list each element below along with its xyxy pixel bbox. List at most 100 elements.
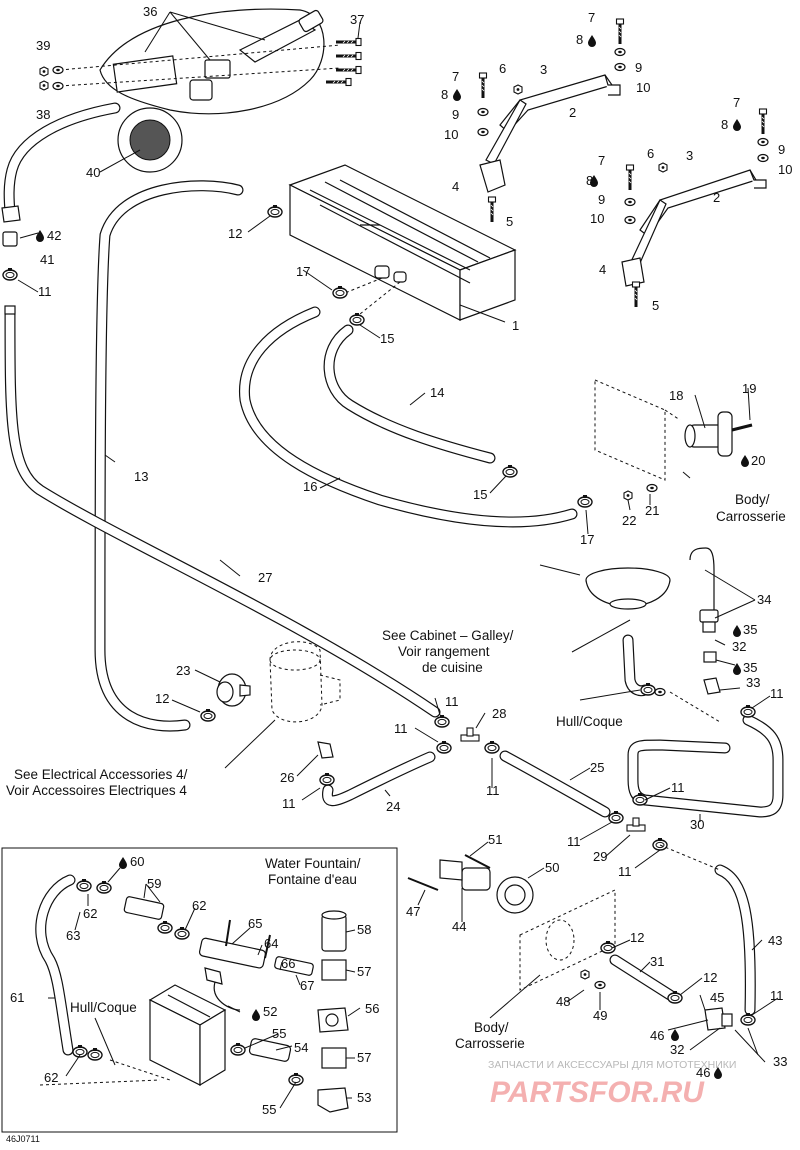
callout-41: 41 <box>40 252 54 267</box>
note-electrical-2: Voir Accessoires Electriques 4 <box>6 783 187 798</box>
callout-64: 64 <box>264 936 278 951</box>
callout-11i: 11 <box>770 686 784 701</box>
callout-34: 34 <box>757 592 771 607</box>
callout-32a: 32 <box>732 639 746 654</box>
callout-4: 4 <box>452 179 459 194</box>
callout-14: 14 <box>430 385 444 400</box>
hose-24 <box>322 751 436 807</box>
callout-18: 18 <box>669 388 683 403</box>
callout-60: 60 <box>130 854 144 869</box>
callout-56: 56 <box>365 1001 379 1016</box>
hose-61 <box>35 874 76 1056</box>
callout-35b: 35 <box>743 660 757 675</box>
callout-46a: 46 <box>650 1028 664 1043</box>
callout-43: 43 <box>768 933 782 948</box>
callout-35a: 35 <box>743 622 757 637</box>
callout-17a: 17 <box>296 264 310 279</box>
callout-33a: 33 <box>746 675 760 690</box>
callout-31: 31 <box>650 954 664 969</box>
callout-19: 19 <box>742 381 756 396</box>
hose-14 <box>323 324 496 464</box>
callout-25: 25 <box>590 760 604 775</box>
callout-44: 44 <box>452 919 466 934</box>
hose-43 <box>714 864 756 1016</box>
callout-4b: 4 <box>599 262 606 277</box>
hose-25 <box>499 750 611 818</box>
hose-30 <box>627 714 784 818</box>
tank-strap-upper <box>477 17 626 224</box>
callout-62c: 62 <box>44 1070 58 1085</box>
callout-21: 21 <box>645 503 659 518</box>
callout-28: 28 <box>492 706 506 721</box>
callout-59: 59 <box>147 876 161 891</box>
note-body-lower-1: Body/ <box>474 1020 509 1035</box>
callout-9b: 9 <box>452 107 459 122</box>
callout-7: 7 <box>588 10 595 25</box>
tank-strap-lower <box>621 107 769 309</box>
callout-42: 42 <box>47 228 61 243</box>
callout-63: 63 <box>66 928 80 943</box>
shower-fitting-lower <box>407 854 756 1031</box>
callout-57b: 57 <box>357 1050 371 1065</box>
callout-38: 38 <box>36 107 50 122</box>
callout-5: 5 <box>506 214 513 229</box>
note-body-right-2: Carrosserie <box>716 509 786 524</box>
callout-11h: 11 <box>618 864 632 879</box>
callout-48: 48 <box>556 994 570 1009</box>
callout-12d: 12 <box>703 970 717 985</box>
callout-32b: 32 <box>670 1042 684 1057</box>
callout-11e: 11 <box>486 783 500 798</box>
callout-11b: 11 <box>282 796 296 811</box>
note-body-lower-2: Carrosserie <box>455 1036 525 1051</box>
callout-15b: 15 <box>473 487 487 502</box>
body-fitting-18 <box>267 204 753 508</box>
callout-6: 6 <box>499 61 506 76</box>
callout-12a: 12 <box>228 226 242 241</box>
callout-2: 2 <box>569 105 576 120</box>
diagram-code: 46J0711 <box>6 1134 40 1144</box>
callout-13: 13 <box>134 469 148 484</box>
callout-10: 10 <box>636 80 650 95</box>
callout-10c: 10 <box>778 162 792 177</box>
note-hull-inset: Hull/Coque <box>70 1000 137 1015</box>
callout-17b: 17 <box>580 532 594 547</box>
callout-12b: 12 <box>155 691 169 706</box>
fittings-mid <box>434 714 721 871</box>
callout-36: 36 <box>143 4 157 19</box>
callout-9c: 9 <box>778 142 785 157</box>
sink-drain-pipe <box>622 634 651 697</box>
callout-11g: 11 <box>567 834 581 849</box>
watermark-tagline: ЗАПЧАСТИ И АКСЕССУАРЫ ДЛЯ МОТОТЕХНИКИ <box>488 1059 736 1071</box>
callout-33b: 33 <box>773 1054 787 1069</box>
callout-58: 58 <box>357 922 371 937</box>
callout-8d: 8 <box>586 173 593 188</box>
callout-40: 40 <box>86 165 100 180</box>
callout-62b: 62 <box>192 898 206 913</box>
callout-54: 54 <box>294 1040 308 1055</box>
callout-11d: 11 <box>445 694 459 709</box>
callout-9d: 9 <box>598 192 605 207</box>
callout-37: 37 <box>350 12 364 27</box>
hose-13 <box>94 180 244 732</box>
callout-11a: 11 <box>38 284 52 299</box>
callout-39: 39 <box>36 38 50 53</box>
water-tank <box>288 164 517 321</box>
callout-6b: 6 <box>647 146 654 161</box>
callout-9: 9 <box>635 60 642 75</box>
note-fountain-1: Water Fountain/ <box>265 856 361 871</box>
callout-27: 27 <box>258 570 272 585</box>
note-hull-right: Hull/Coque <box>556 714 623 729</box>
callout-8c: 8 <box>721 117 728 132</box>
callout-46b: 46 <box>696 1065 710 1080</box>
callout-11j: 11 <box>770 988 784 1003</box>
callout-29: 29 <box>593 849 607 864</box>
callout-30: 30 <box>690 817 704 832</box>
callout-20: 20 <box>751 453 765 468</box>
callout-8b: 8 <box>441 87 448 102</box>
callout-numbers: 1 2 2 3 3 4 4 5 5 6 6 7 7 7 7 8 8 8 8 9 … <box>10 4 792 1117</box>
callout-23: 23 <box>176 663 190 678</box>
callout-10b: 10 <box>444 127 458 142</box>
callout-26: 26 <box>280 770 294 785</box>
note-galley-3: de cuisine <box>422 660 483 675</box>
